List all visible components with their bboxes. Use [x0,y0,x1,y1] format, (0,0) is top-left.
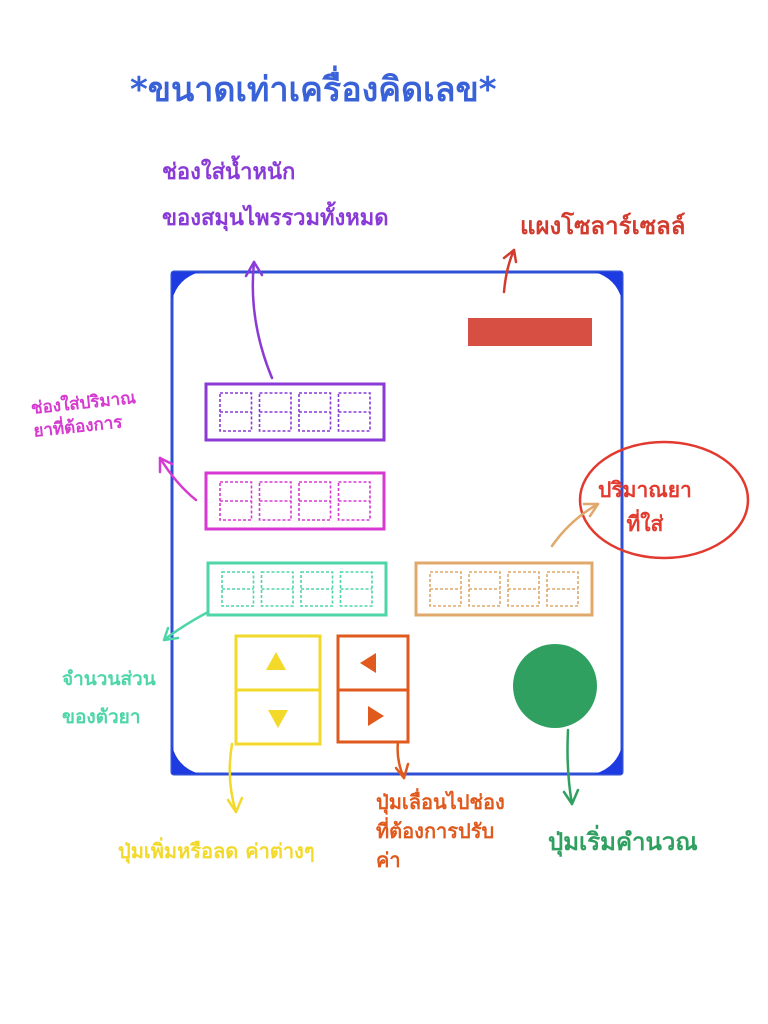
label-count-input: จำนวนส่วน ของตัวยา [62,668,156,728]
up-arrow-icon [266,652,286,670]
move-right-button[interactable] [340,692,406,740]
label-weight-input: ช่องใส่น้ำหนัก ของสมุนไพรรวมทั้งหมด [162,160,389,232]
solar-panel [468,318,592,346]
result-display [414,561,594,617]
corner-bottom-right [594,746,622,774]
count-display-digit [339,571,373,607]
move-left-button[interactable] [340,638,406,688]
corner-top-left [172,272,200,300]
label-start-button: ปุ่มเริ่มคำนวณ [548,828,698,856]
page-title: *ขนาดเท่าเครื่องคิดเลข* [130,70,497,110]
label-updown-buttons: ปุ่มเพิ่มหรือลด ค่าต่างๆ [118,839,315,863]
arrow-solar [502,248,516,294]
arrow-start [566,728,574,806]
decrease-button[interactable] [238,692,318,742]
count-display-digit [260,571,294,607]
label-dose-result: ปริมาณยา ที่ใส่ [598,478,692,536]
right-arrow-icon [368,706,384,726]
dose-result-bubble [578,440,750,560]
updown-button-group [234,634,322,746]
pointer-arrows [158,248,600,814]
move-button-group [336,634,410,744]
corner-top-right [594,272,622,300]
corner-bottom-left [172,746,200,774]
digit-segments [219,392,579,607]
increase-button[interactable] [238,638,318,688]
arrow-updown [228,742,238,814]
dose-display [204,471,386,531]
arrow-weight [251,260,274,380]
count-display-digit [300,571,334,607]
label-move-buttons: ปุ่มเลื่อนไปช่อง ที่ต้องการปรับ ค่า [376,790,505,872]
down-arrow-icon [268,710,288,728]
start-button[interactable] [513,644,597,728]
left-arrow-icon [360,653,376,673]
count-display [206,561,388,617]
count-display-digit [221,571,255,607]
label-solar-panel: แผงโซลาร์เซลล์ [520,212,686,240]
device-frame [170,270,624,776]
arrow-result [550,502,600,548]
weight-display [204,382,386,442]
arrow-count [162,610,210,642]
arrow-dose [158,456,198,502]
